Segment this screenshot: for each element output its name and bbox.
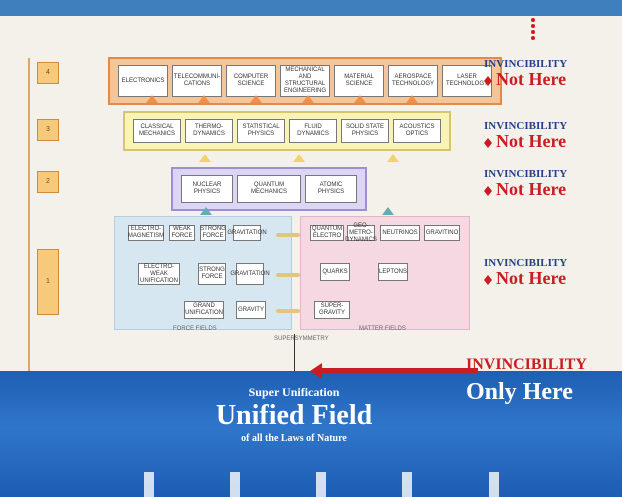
left-node-3: STRONG FORCE [200, 225, 226, 241]
left-node-2: WEAK FORCE [169, 225, 195, 241]
left-node-9: GRAVITY [236, 301, 266, 319]
arrow-teal-1 [200, 207, 212, 215]
label-matter-fields: MATTER FIELDS [359, 326, 406, 332]
arrow-yellow-3 [387, 154, 399, 162]
box-material-science: MATERIAL SCIENCE [334, 65, 384, 97]
box-quantum-mechanics: QUANTUM MECHANICS [237, 175, 301, 203]
level-box-3: 3 [37, 119, 59, 141]
arrow-up-3 [250, 95, 262, 103]
arrow-up-6 [406, 95, 418, 103]
box-aerospace-technology: AEROSPACE TECHNOLOGY [388, 65, 438, 97]
left-node-5: ELECTRO-WEAK UNIFICATION [138, 263, 180, 285]
box-laser-technology: LASER TECHNOLOGY [442, 65, 492, 97]
central-connection-line [294, 334, 295, 371]
left-node-8: GRAND UNIFICATION [184, 301, 224, 319]
left-node-4: GRAVITATION [227, 225, 267, 241]
invincibility-not-here-3: INVINCIBILITY Not Here [484, 168, 568, 199]
invincibility-not-here-1: INVINCIBILITY Not Here [484, 58, 568, 89]
arrow-yellow-1 [199, 154, 211, 162]
right-node-2: GEO-METRO-DYNAMICS [345, 222, 377, 243]
left-node-6: STRONG FORCE [198, 263, 226, 285]
box-computer-science: COMPUTER SCIENCE [226, 65, 276, 97]
level-box-4: 4 [37, 62, 59, 84]
level-box-2: 2 [37, 171, 59, 193]
connector-bottom [276, 309, 300, 313]
arrow-up-2 [198, 95, 210, 103]
top-band [0, 0, 622, 16]
box-acoustics-optics: ACOUSTICS OPTICS [393, 119, 441, 143]
diamond-icon [484, 274, 492, 285]
right-node-3: NEUTRINOS [380, 225, 420, 241]
box-telecommunications: TELECOMMUNI-CATIONS [172, 65, 222, 97]
tier-2-row: CLASSICAL MECHANICS THERMO-DYNAMICS STAT… [123, 111, 451, 151]
right-node-6: LEPTONS [378, 263, 408, 281]
unified-field-band [0, 371, 622, 497]
diamond-icon [484, 137, 492, 148]
box-statistical-physics: STATISTICAL PHYSICS [237, 119, 285, 143]
light-beam-4 [402, 472, 412, 497]
box-electronics: ELECTRONICS [118, 65, 168, 97]
right-node-7: SUPER-GRAVITY [314, 301, 350, 319]
invincibility-not-here-4: INVINCIBILITY Not Here [484, 257, 568, 288]
left-rail [28, 58, 30, 373]
invincibility-only-here: INVINCIBILITY Only Here [466, 356, 587, 405]
arrow-up-5 [354, 95, 366, 103]
arrow-yellow-2 [293, 154, 305, 162]
box-classical-mechanics: CLASSICAL MECHANICS [133, 119, 181, 143]
right-node-1: QUANTUM ELECTRO [310, 225, 344, 241]
arrow-up-4 [302, 95, 314, 103]
connector-top [276, 233, 300, 237]
unified-field-title: Super Unification Unified Field of all t… [215, 385, 373, 444]
diamond-icon [484, 75, 492, 86]
red-indicator-line [318, 368, 478, 373]
arrow-teal-2 [382, 207, 394, 215]
invincibility-not-here-2: INVINCIBILITY Not Here [484, 120, 568, 151]
left-node-1: ELECTRO-MAGNETISM [127, 225, 165, 241]
right-node-4: GRAVITINO [424, 225, 460, 241]
red-arrow-icon [310, 363, 322, 379]
light-beam-5 [489, 472, 499, 497]
diamond-icon [484, 185, 492, 196]
box-atomic-physics: ATOMIC PHYSICS [305, 175, 357, 203]
label-force-fields: FORCE FIELDS [173, 326, 217, 332]
red-dots [531, 16, 537, 46]
box-nuclear-physics: NUCLEAR PHYSICS [181, 175, 233, 203]
light-beam-3 [316, 472, 326, 497]
box-mechanical-engineering: MECHANICAL AND STRUCTURAL ENGINEERING [280, 65, 330, 97]
right-node-5: QUARKS [320, 263, 350, 281]
left-node-7: GRAVITATION [230, 263, 270, 285]
tier-3-row: NUCLEAR PHYSICS QUANTUM MECHANICS ATOMIC… [171, 167, 367, 211]
light-beam-2 [230, 472, 240, 497]
box-fluid-dynamics: FLUID DYNAMICS [289, 119, 337, 143]
box-solid-state-physics: SOLID STATE PHYSICS [341, 119, 389, 143]
arrow-up-1 [146, 95, 158, 103]
level-box-1: 1 [37, 249, 59, 315]
box-thermodynamics: THERMO-DYNAMICS [185, 119, 233, 143]
connector-middle [276, 273, 300, 277]
label-supersymmetry: SUPERSYMMETRY [274, 336, 329, 342]
light-beam-1 [144, 472, 154, 497]
